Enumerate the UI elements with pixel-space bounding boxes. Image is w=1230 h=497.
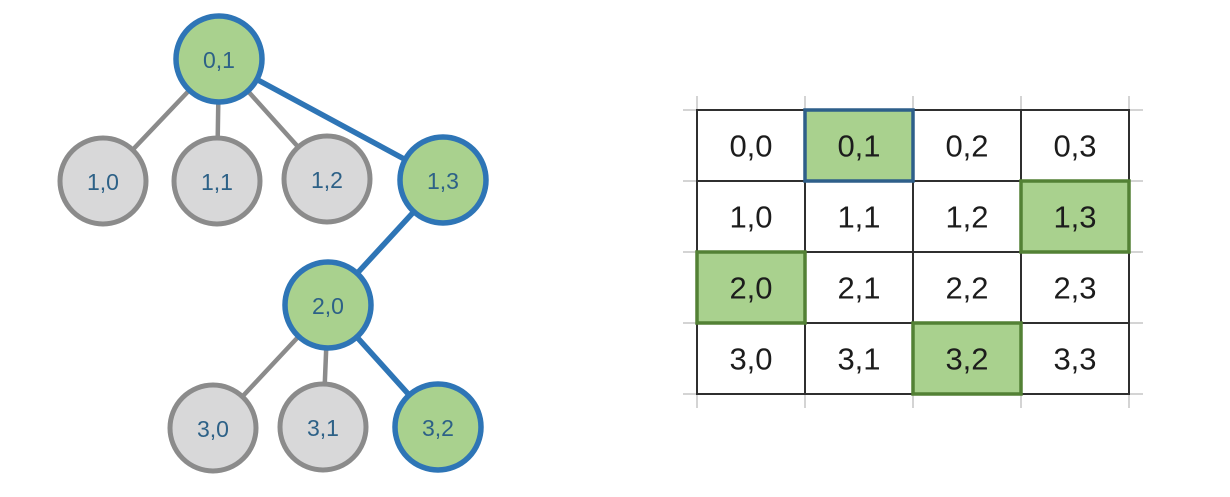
grid-cell-2-1: 2,1 [804,251,914,324]
cell-label: 2,0 [729,271,772,306]
spreadsheet-gridline-ticks [683,96,1143,408]
node-circle [392,381,484,473]
cell-background [1020,322,1130,395]
cell-label: 0,3 [1053,129,1096,164]
node-circle [277,381,369,473]
node-circle [167,382,259,474]
cell-background [696,180,806,253]
cell-label: 2,1 [837,271,880,306]
cell-background [804,322,914,395]
cell-background [804,180,914,253]
cell-label: 0,2 [945,129,988,164]
cell-label: 1,3 [1053,200,1096,235]
cell-label: 2,2 [945,271,988,306]
grid-cell-2-0-highlighted: 2,0 [695,250,807,325]
cell-label: 3,3 [1053,342,1096,377]
node-circle [281,133,373,225]
tree-node-2-0: 2,0 [282,259,374,351]
grid-cell-3-1: 3,1 [804,322,914,395]
node-label: 1,3 [427,168,459,194]
cell-background [695,250,807,325]
cell-label: 3,0 [729,342,772,377]
cell-background [911,321,1023,396]
cell-label: 3,2 [945,342,988,377]
tree-node-1-3: 1,3 [397,134,489,226]
tree-node-3-1: 3,1 [277,381,369,473]
cell-label: 2,3 [1053,271,1096,306]
node-circle [173,13,265,105]
node-label: 0,1 [203,47,235,73]
node-label: 1,1 [201,169,233,195]
node-label: 1,0 [87,169,119,195]
cell-label: 1,1 [837,200,880,235]
grid-cell-1-2: 1,2 [912,180,1022,253]
cell-background [696,322,806,395]
grid-cell-1-1: 1,1 [804,180,914,253]
grid-cell-3-2-highlighted: 3,2 [911,321,1023,396]
node-circle [171,135,263,227]
grid-cell-3-0: 3,0 [696,322,806,395]
node-circle [397,134,489,226]
grid-cell-3-3: 3,3 [1020,322,1130,395]
node-label: 2,0 [312,293,344,319]
grid-cell-1-3-highlighted: 1,3 [1019,179,1131,254]
grid-cell-0-0: 0,0 [696,109,806,182]
tree-node-1-0: 1,0 [57,135,149,227]
cell-label: 1,2 [945,200,988,235]
tree-diagram: 0,1 1,0 1,1 1,2 1,3 2,0 [57,13,489,474]
node-label: 3,2 [422,415,454,441]
grid-table: 0,0 0,2 0,3 1,0 1,1 1,2 [683,96,1143,408]
grid-cell-2-3: 2,3 [1020,251,1130,324]
cell-background [803,108,915,183]
node-label: 3,1 [307,415,339,441]
cell-background [696,109,806,182]
grid-cell-0-1-highlighted: 0,1 [803,108,915,183]
cell-label: 1,0 [729,200,772,235]
node-circle [57,135,149,227]
tree-edges [100,56,446,431]
cell-label: 0,1 [837,129,880,164]
tree-node-1-1: 1,1 [171,135,263,227]
cell-label: 3,1 [837,342,880,377]
node-label: 3,0 [197,416,229,442]
cell-label: 0,0 [729,129,772,164]
cell-background [912,180,1022,253]
tree-node-3-2: 3,2 [392,381,484,473]
cell-background [1020,109,1130,182]
grid-cell-0-2: 0,2 [912,109,1022,182]
tree-node-0-1: 0,1 [173,13,265,105]
cell-background [1019,179,1131,254]
tree-node-3-0: 3,0 [167,382,259,474]
node-circle [282,259,374,351]
node-label: 1,2 [311,167,343,193]
cell-background [912,109,1022,182]
grid-cell-2-2: 2,2 [912,251,1022,324]
tree-node-1-2: 1,2 [281,133,373,225]
grid-cell-0-3: 0,3 [1020,109,1130,182]
grid-cell-1-0: 1,0 [696,180,806,253]
